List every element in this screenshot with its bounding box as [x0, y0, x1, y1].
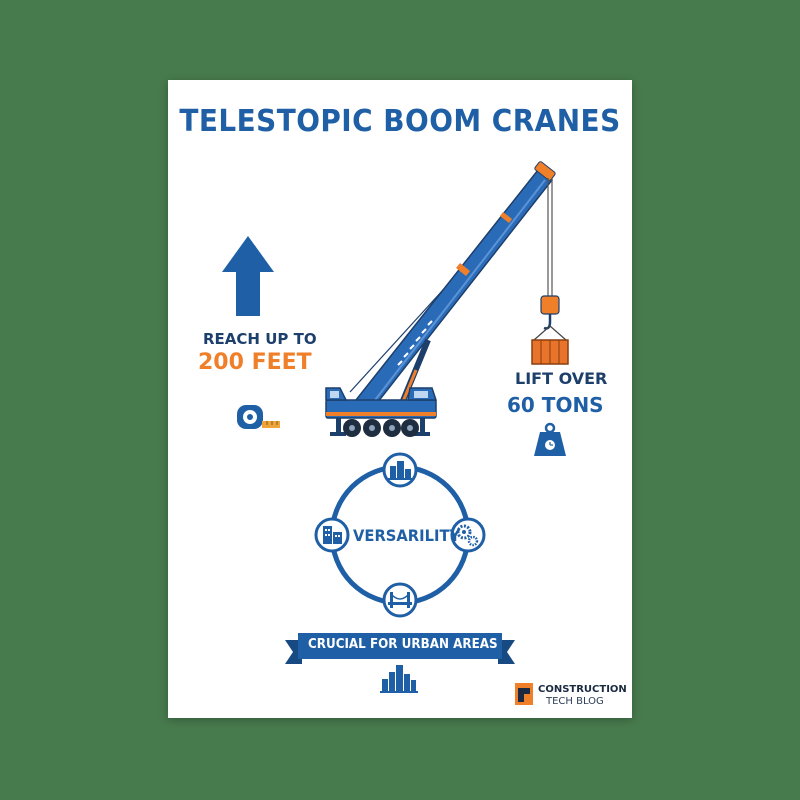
up-arrow-icon — [222, 236, 274, 316]
crate-load — [531, 339, 569, 365]
brand-logo-icon — [515, 683, 533, 705]
banner-text: CRUCIAL FOR URBAN AREAS — [308, 637, 498, 652]
tape-measure-icon — [237, 405, 280, 429]
brand-subtitle: TECH BLOG — [546, 696, 604, 707]
bridge-icon — [382, 582, 418, 618]
reach-value: 200 FEET — [198, 350, 312, 375]
weight-icon — [534, 422, 566, 456]
gears-icon — [450, 517, 486, 553]
page-title: TELESTOPIC BOOM CRANES — [179, 104, 621, 139]
skyline-icon — [380, 665, 418, 693]
buildings-icon — [382, 452, 418, 488]
city-block-icon — [314, 517, 350, 553]
crane-illustration — [325, 161, 569, 437]
lift-label: LIFT OVER — [515, 369, 608, 388]
banner-ribbon — [285, 633, 515, 664]
brand-name: CONSTRUCTION — [538, 684, 627, 695]
lift-value: 60 TONS — [507, 393, 604, 417]
versatility-label: VERSARILITY — [353, 526, 461, 545]
reach-label: REACH UP TO — [203, 330, 317, 348]
